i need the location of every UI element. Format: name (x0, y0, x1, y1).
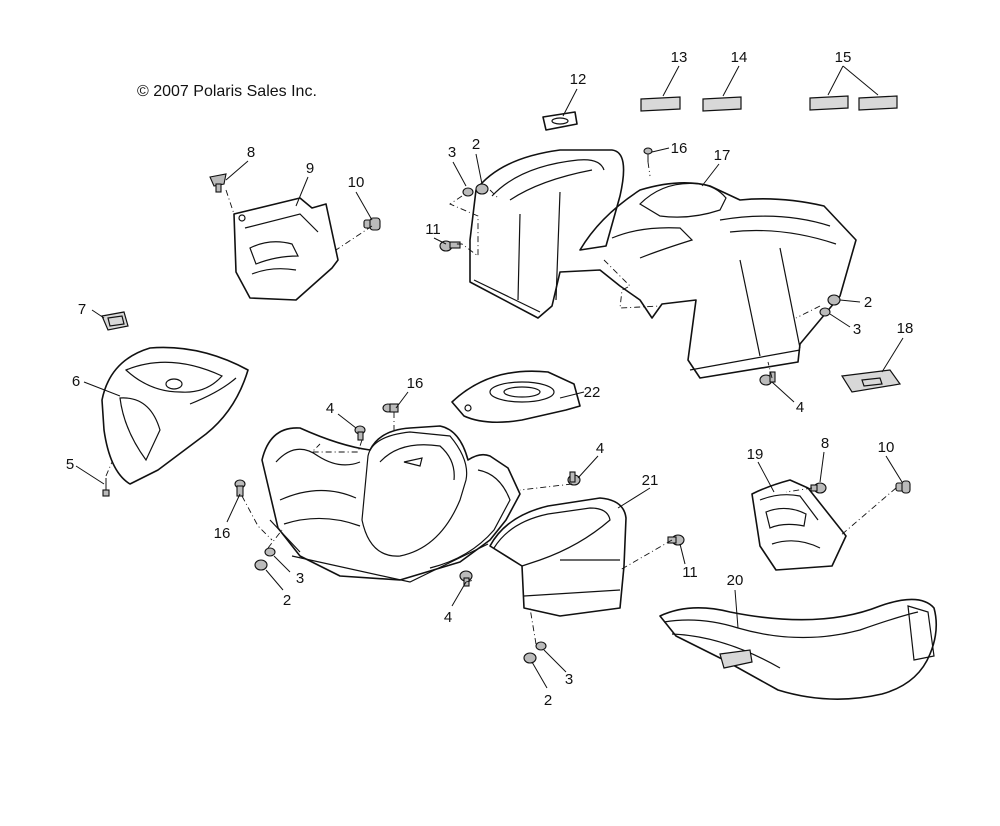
callout-9: 9 (306, 160, 314, 177)
part-2-nut-rear-left (475, 183, 489, 195)
part-3-washer-rear-right (819, 307, 831, 317)
part-10-screw (363, 217, 381, 231)
part-8-rivet-lower (810, 482, 827, 494)
decal-15 (809, 95, 898, 111)
part-11-screw-rear (439, 240, 461, 252)
part-4-push-rivet-front-right (567, 471, 581, 486)
callout-13: 13 (671, 49, 688, 66)
callout-21: 21 (642, 472, 659, 489)
part-16-bolt-front-lower (234, 479, 246, 497)
callout-3: 3 (565, 671, 573, 688)
part-2-nut-front-right (523, 652, 537, 664)
part-21-footwell-panel (489, 497, 627, 617)
callout-2: 2 (864, 294, 872, 311)
part-4-push-rivet-front-upper (354, 425, 366, 441)
assembly-lines (105, 161, 897, 645)
callout-22: 22 (584, 384, 601, 401)
callout-numbers: 13 14 15 12 8 9 10 3 2 16 17 11 2 3 7 18… (66, 49, 914, 709)
callout-4: 4 (444, 609, 452, 626)
decal-14 (702, 96, 742, 112)
callout-4: 4 (596, 440, 604, 457)
callout-3: 3 (448, 144, 456, 161)
callout-10: 10 (348, 174, 365, 191)
callout-18: 18 (897, 320, 914, 337)
callout-20: 20 (727, 572, 744, 589)
callout-4: 4 (326, 400, 334, 417)
decal-13 (640, 96, 681, 112)
callout-11: 11 (425, 221, 441, 238)
callout-5: 5 (66, 456, 74, 473)
callout-16: 16 (671, 140, 688, 157)
callout-11: 11 (682, 564, 698, 581)
part-22-tray (451, 370, 581, 424)
callout-8: 8 (821, 435, 829, 452)
leader-lines (75, 65, 904, 689)
callout-12: 12 (570, 71, 587, 88)
callout-14: 14 (731, 49, 748, 66)
callout-3: 3 (853, 321, 861, 338)
part-3-washer-rear-left (462, 187, 474, 197)
callout-19: 19 (747, 446, 764, 463)
part-16-bolt-front-upper (382, 403, 399, 413)
callout-2: 2 (472, 136, 480, 153)
callout-3: 3 (296, 570, 304, 587)
part-11-screw-front (667, 534, 685, 546)
part-12-strap (542, 111, 578, 131)
callout-2: 2 (544, 692, 552, 709)
part-4-push-rivet-rear (759, 371, 776, 386)
part-17-rear-fender (469, 149, 857, 379)
part-18-label (840, 369, 902, 393)
callout-17: 17 (714, 147, 731, 164)
part-2-nut-rear-right (827, 294, 841, 306)
part-3-washer-front-left (264, 547, 276, 557)
part-10-screw-lower (895, 480, 911, 494)
callout-16: 16 (214, 525, 231, 542)
copyright-notice: © 2007 Polaris Sales Inc. (137, 83, 317, 100)
callout-2: 2 (283, 592, 291, 609)
callout-6: 6 (72, 373, 80, 390)
part-5-screw-front (102, 478, 110, 497)
part-6-front-cover (101, 346, 249, 485)
part-3-washer-front-right (535, 641, 547, 651)
part-front-fender (261, 425, 521, 583)
callout-16: 16 (407, 375, 424, 392)
callout-15: 15 (835, 49, 852, 66)
part-20-seat (659, 598, 938, 700)
part-19-side-panel (751, 479, 847, 571)
part-7-bezel (101, 311, 129, 331)
callout-4: 4 (796, 399, 804, 416)
callout-8: 8 (247, 144, 255, 161)
part-16-bolt-rear (643, 147, 653, 162)
callout-7: 7 (78, 301, 86, 318)
part-2-nut-front-left (254, 559, 268, 571)
part-9-side-panel (233, 197, 339, 301)
part-8-rivet (209, 173, 227, 193)
part-4-push-rivet-front-center (459, 570, 473, 587)
callout-10: 10 (878, 439, 895, 456)
